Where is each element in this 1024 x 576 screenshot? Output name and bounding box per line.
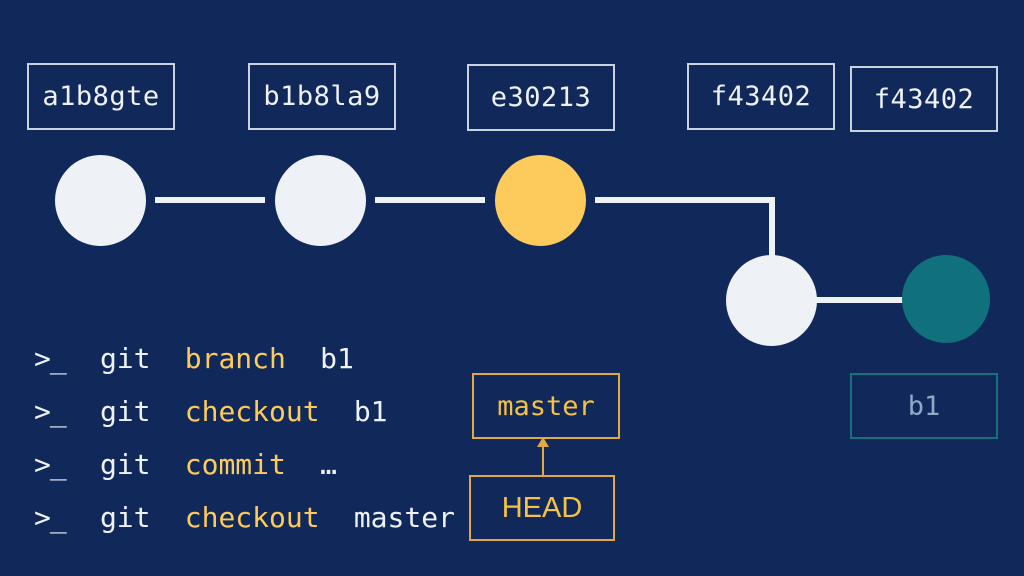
edge-commit2-commit3 [375, 197, 485, 203]
commit-hash-box-2: b1b8la9 [248, 63, 396, 130]
commit-hash-label-2: b1b8la9 [263, 81, 381, 112]
head-to-master-arrow-shaft [542, 443, 544, 475]
terminal-program-1: git [99, 342, 151, 375]
edge-commit3-commit4-vertical [769, 197, 775, 259]
terminal-prompt-2: >_ [34, 395, 67, 428]
terminal-line-1: >_ git branch b1 [34, 332, 455, 385]
ref-box-head[interactable]: HEAD [469, 475, 615, 541]
terminal-args-1: b1 [320, 342, 354, 375]
commit-node-5[interactable] [902, 255, 990, 343]
ref-box-b1[interactable]: b1 [850, 373, 998, 439]
commit-hash-box-4: f43402 [687, 63, 835, 130]
commit-node-2[interactable] [275, 155, 366, 246]
terminal-program-4: git [99, 501, 151, 534]
commit-hash-label-5: f43402 [873, 83, 975, 115]
edge-commit4-commit5 [812, 297, 912, 303]
terminal-keyword-3: commit [184, 448, 286, 481]
terminal-args-2: b1 [353, 395, 388, 428]
terminal-program-2: git [99, 395, 151, 428]
commit-node-4[interactable] [726, 255, 817, 346]
terminal-line-3: >_ git commit … [34, 438, 455, 491]
commit-node-3[interactable] [495, 155, 586, 246]
commit-hash-label-3: e30213 [490, 82, 592, 113]
terminal-keyword-4: checkout [184, 501, 320, 534]
terminal-command-list: >_ git branch b1 >_ git checkout b1 >_ g… [34, 332, 455, 544]
terminal-args-4: master [353, 501, 455, 534]
commit-hash-label-1: a1b8gte [42, 81, 160, 112]
terminal-program-3: git [99, 448, 151, 481]
terminal-line-2: >_ git checkout b1 [34, 385, 455, 438]
ref-label-head: HEAD [501, 491, 583, 524]
commit-hash-box-1: a1b8gte [27, 63, 175, 130]
commit-node-1[interactable] [55, 155, 146, 246]
head-to-master-arrow-head [537, 437, 549, 447]
terminal-prompt-3: >_ [34, 448, 67, 481]
terminal-line-4: >_ git checkout master [34, 491, 455, 544]
ref-box-master[interactable]: master [472, 373, 620, 439]
terminal-prompt-1: >_ [34, 342, 67, 375]
commit-hash-box-3: e30213 [467, 64, 615, 131]
commit-hash-box-5: f43402 [850, 66, 998, 132]
terminal-keyword-2: checkout [184, 395, 320, 428]
terminal-keyword-1: branch [184, 342, 286, 375]
edge-commit1-commit2 [155, 197, 265, 203]
terminal-args-3: … [320, 448, 337, 481]
ref-label-b1: b1 [907, 390, 941, 422]
ref-label-master: master [497, 390, 595, 422]
commit-hash-label-4: f43402 [710, 81, 812, 112]
edge-commit3-commit4-horizontal [595, 197, 775, 203]
terminal-prompt-4: >_ [34, 501, 67, 534]
